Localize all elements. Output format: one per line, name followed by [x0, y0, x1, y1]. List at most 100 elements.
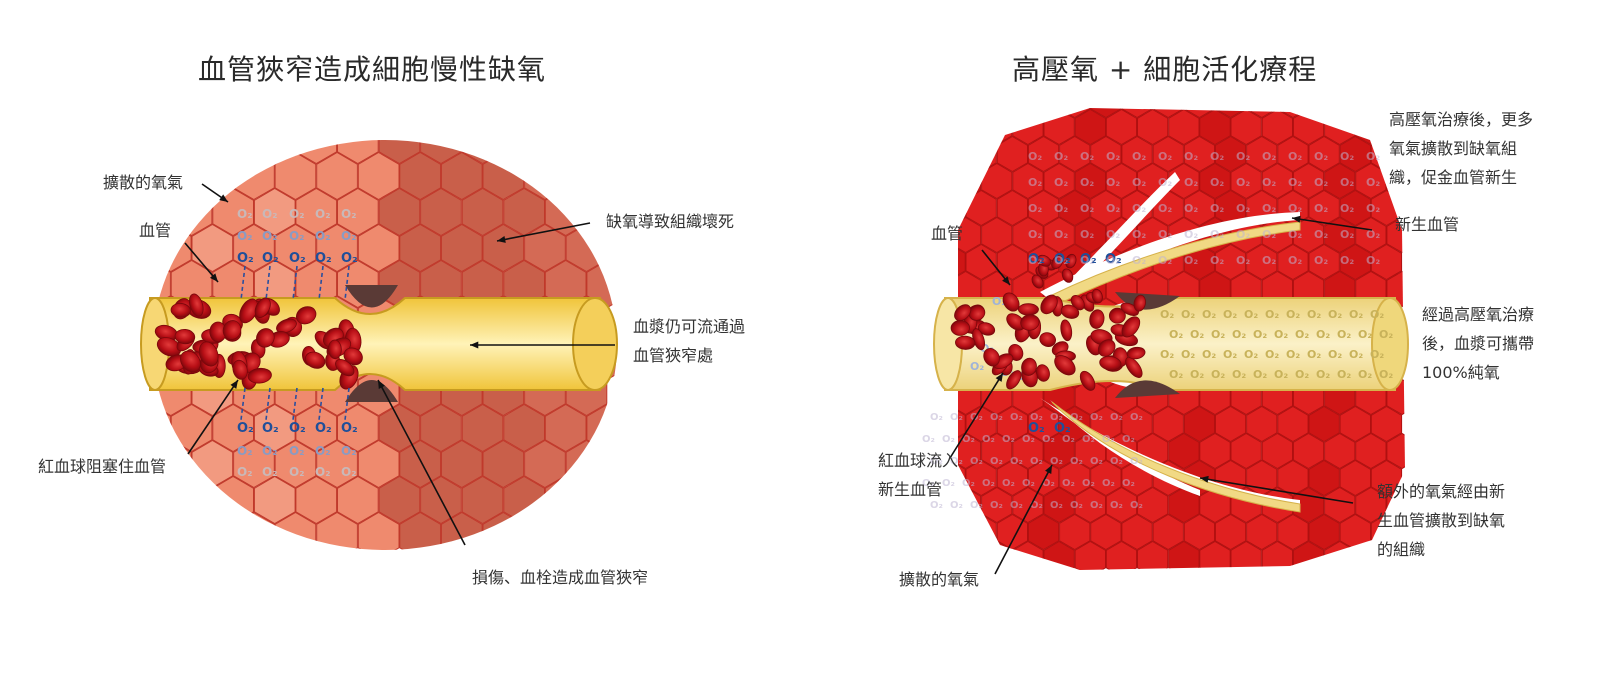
oxygen-molecule: O₂ [930, 456, 943, 467]
oxygen-molecule: O₂ [1110, 412, 1123, 423]
tissue-cell [1324, 162, 1356, 200]
oxygen-molecule: O₂ [237, 251, 254, 266]
arrow-head [995, 373, 1003, 382]
tissue-cell [399, 439, 442, 489]
oxygen-molecule: O₂ [1130, 412, 1143, 423]
tissue-cell [565, 511, 608, 550]
tissue-cell [1074, 108, 1106, 146]
tissue-cell [153, 511, 192, 550]
tissue-cell [1074, 486, 1106, 524]
tissue-cell [1308, 135, 1340, 173]
tissue-cell [1137, 486, 1169, 524]
oxygen-molecule: O₂ [1080, 150, 1094, 163]
plasma-oxygen: O₂ [1160, 348, 1174, 361]
label-vessel-left: 血管 [139, 221, 172, 240]
red-blood-cell [188, 293, 204, 317]
tissue-cell [420, 259, 462, 309]
tissue-cell [1246, 243, 1278, 281]
red-blood-cell [174, 328, 196, 345]
oxygen-molecule: O₂ [1262, 150, 1276, 163]
tissue-cell [1277, 459, 1309, 497]
red-blood-cell [955, 335, 976, 350]
oxygen-molecule: O₂ [1054, 421, 1071, 436]
oxygen-molecule: O₂ [1054, 202, 1068, 215]
tissue-cell [958, 108, 966, 119]
red-blood-cell [256, 328, 275, 348]
plasma-oxygen: O₂ [1244, 348, 1258, 361]
tissue-cell [212, 259, 254, 309]
tissue-cell [1308, 459, 1340, 497]
tissue-cell [1043, 486, 1075, 524]
oxygen-diffusion-path [240, 387, 246, 421]
oxygen-molecule: O₂ [237, 229, 252, 243]
red-blood-cell [1133, 294, 1146, 312]
tissue-cell [965, 189, 997, 227]
tissue-cell [1105, 540, 1138, 570]
oxygen-molecule: O₂ [1158, 202, 1172, 215]
oxygen-molecule: O₂ [1130, 456, 1143, 467]
oxygen-molecule: O₂ [922, 434, 935, 445]
tissue-cell [958, 216, 982, 254]
arrow-line [496, 222, 591, 242]
tissue-cell [503, 259, 545, 309]
oxygen-molecule: O₂ [1210, 176, 1224, 189]
oxygen-molecule: O₂ [1070, 412, 1083, 423]
tissue-cell [1246, 405, 1278, 443]
oxygen-molecule: O₂ [1158, 254, 1172, 267]
tissue-cell [170, 259, 213, 309]
oxygen-molecule: O₂ [1340, 150, 1354, 163]
plasma-oxygen: O₂ [1181, 308, 1195, 321]
oxygen-molecule: O₂ [1010, 412, 1023, 423]
plasma-oxygen: O₂ [1190, 368, 1204, 381]
oxygen-molecule: O₂ [237, 421, 254, 436]
tissue-cell [1121, 135, 1153, 173]
tissue-cell [1370, 243, 1403, 281]
oxygen-molecule: O₂ [1366, 254, 1380, 267]
oxygen-molecule: O₂ [1050, 456, 1063, 467]
main-and-new-blood-vessels [933, 172, 1409, 513]
oxygen-molecule: O₂ [982, 434, 995, 445]
tissue-cell [1324, 486, 1356, 524]
plasma-oxygen: O₂ [1202, 308, 1216, 321]
label-diffused-oxygen-right: 擴散的氧氣 [899, 570, 980, 589]
tissue-cell [1277, 405, 1309, 443]
red-blood-cell [1079, 370, 1096, 391]
label-plasma-passes: 血漿仍可流通過 血管狹窄處 [633, 312, 745, 370]
label-diffused-oxygen-left: 擴散的氧氣 [103, 173, 184, 192]
tissue-cell [357, 439, 400, 489]
plasma-oxygen: O₂ [1202, 348, 1216, 361]
oxygen-molecule: O₂ [1132, 176, 1146, 189]
tissue-cell [1183, 189, 1216, 227]
tissue-cell [544, 259, 587, 309]
tissue-cell [357, 151, 400, 201]
oxygen-molecule: O₂ [1262, 254, 1276, 267]
tissue-cell [503, 187, 545, 237]
tissue-cell [524, 223, 566, 273]
tissue-cell [1074, 540, 1106, 570]
tissue-cell [1355, 216, 1387, 254]
plasma-oxygen: O₂ [1211, 328, 1225, 341]
label-after-hbot: 高壓氧治療後，更多 氧氣擴散到缺氧組 織，促金血管新生 [1389, 105, 1533, 192]
red-blood-cell [1021, 357, 1037, 376]
label-line: 額外的氧氣經由新 [1377, 482, 1506, 501]
tissue-cell [1261, 162, 1293, 200]
oxygen-molecule: O₂ [1314, 176, 1328, 189]
tissue-cell [1339, 405, 1371, 443]
label-line: 後，血漿可攜帶 [1422, 334, 1535, 353]
tissue-cell [1105, 486, 1138, 524]
oxygen-molecule: O₂ [1030, 500, 1043, 511]
plasma-oxygen: O₂ [1307, 348, 1321, 361]
oxygen-molecule: O₂ [942, 434, 955, 445]
arrow-line [1291, 217, 1373, 231]
tissue-cell [1152, 405, 1184, 443]
oxygen-molecule: O₂ [950, 500, 963, 511]
red-blood-cell [1061, 268, 1074, 283]
oxygen-molecule: O₂ [1106, 202, 1120, 215]
tissue-cell [233, 439, 275, 489]
oxygen-molecule: O₂ [1288, 228, 1302, 241]
tissue-cell [1339, 459, 1371, 497]
arrow-line [187, 379, 239, 455]
oxygen-molecule: O₂ [289, 465, 304, 479]
oxygen-molecule: O₂ [942, 478, 955, 489]
